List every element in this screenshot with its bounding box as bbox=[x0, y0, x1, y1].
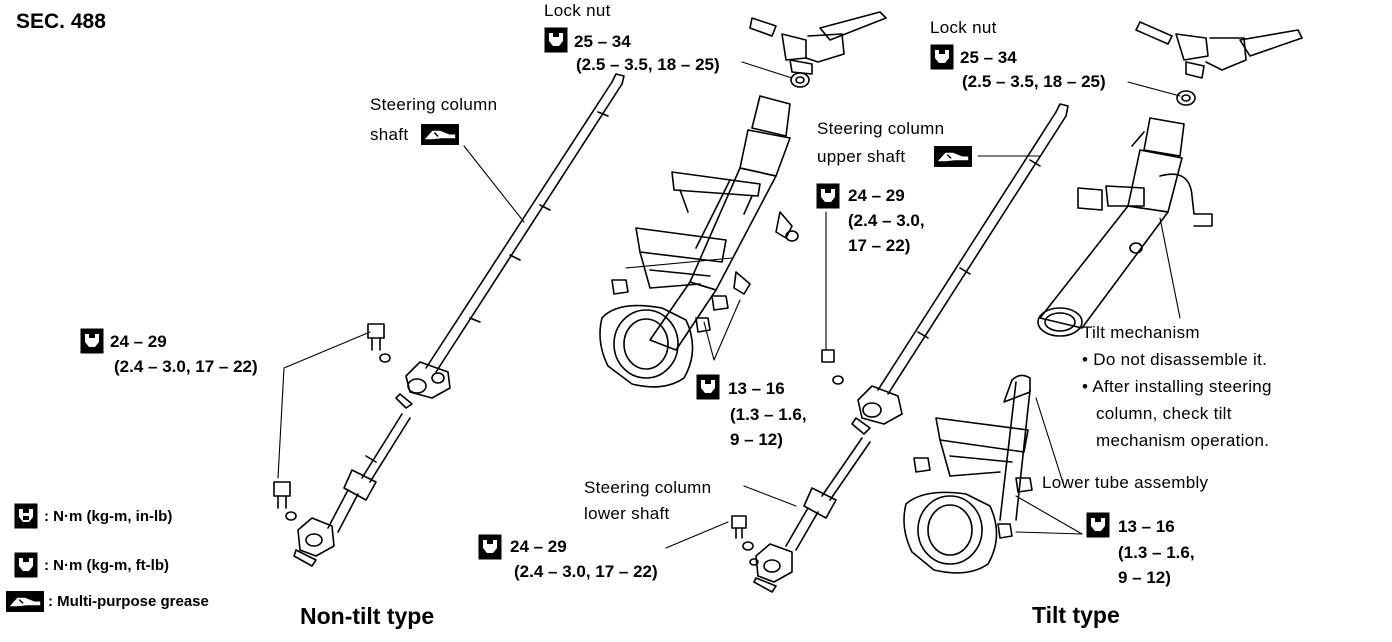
nontilt-lower-joint bbox=[293, 517, 335, 567]
torque-wrench-icon bbox=[816, 183, 840, 209]
torque-wrench-icon bbox=[80, 328, 104, 354]
tilt-note: mechanism operation. bbox=[1096, 431, 1270, 450]
shaft-label: Steering column bbox=[370, 95, 498, 114]
nontilt-joint-bolts bbox=[273, 323, 391, 521]
torque-sub: (1.3 – 1.6, bbox=[730, 405, 807, 424]
grease-icon bbox=[934, 146, 972, 167]
lock-nut-label-right: Lock nut bbox=[930, 18, 997, 37]
legend-inlb: : N·m (kg-m, in-lb) bbox=[44, 508, 173, 525]
legend-ftlb: : N·m (kg-m, ft-lb) bbox=[44, 557, 169, 574]
tilt-note: • Do not disassemble it. bbox=[1082, 350, 1268, 369]
tilt-bolts bbox=[731, 349, 844, 566]
torque-value: 24 – 29 bbox=[110, 332, 167, 351]
torque-value: 13 – 16 bbox=[1118, 517, 1175, 536]
tilt-lower-shaft bbox=[753, 437, 871, 593]
shaft-label-line2: shaft bbox=[370, 125, 409, 144]
torque-sub-2: 17 – 22) bbox=[848, 236, 911, 255]
non-tilt-type-heading: Non-tilt type bbox=[300, 603, 435, 629]
nontilt-shaft bbox=[425, 73, 625, 373]
torque-wrench-icon-ftlb bbox=[14, 552, 38, 578]
nontilt-upper-joint bbox=[395, 361, 451, 409]
torque-wrench-icon bbox=[930, 44, 954, 70]
torque-sub: (2.4 – 3.0, 17 – 22) bbox=[514, 562, 658, 581]
section-number: SEC. 488 bbox=[16, 10, 106, 33]
tilt-column-jacket bbox=[1037, 21, 1303, 337]
torque-value: 24 – 29 bbox=[510, 537, 567, 556]
upper-shaft-label-line2: upper shaft bbox=[817, 147, 906, 166]
torque-wrench-icon bbox=[478, 534, 502, 560]
torque-sub-2: 9 – 12) bbox=[730, 430, 783, 449]
tilt-mechanism-label: Tilt mechanism bbox=[1082, 323, 1200, 342]
nontilt-lower-shaft bbox=[327, 413, 411, 533]
torque-sub-2: 9 – 12) bbox=[1118, 568, 1171, 587]
lower-shaft-label: Steering column bbox=[584, 478, 712, 497]
legend-grease: : Multi-purpose grease bbox=[48, 593, 209, 610]
tilt-note: • After installing steering bbox=[1082, 377, 1272, 396]
torque-value: 13 – 16 bbox=[728, 379, 785, 398]
grease-icon bbox=[6, 591, 44, 612]
torque-sub: (2.5 – 3.5, 18 – 25) bbox=[576, 55, 720, 74]
lower-shaft-label-line2: lower shaft bbox=[584, 504, 670, 523]
leader-lines bbox=[277, 61, 1181, 549]
lock-nut-label-left: Lock nut bbox=[544, 1, 611, 20]
lower-tube-label: Lower tube assembly bbox=[1042, 473, 1209, 492]
torque-value: 24 – 29 bbox=[848, 186, 905, 205]
tilt-type-heading: Tilt type bbox=[1032, 602, 1120, 628]
torque-wrench-icon bbox=[1086, 512, 1110, 538]
torque-wrench-icon bbox=[544, 27, 568, 53]
grease-icon bbox=[421, 124, 459, 145]
torque-sub: (1.3 – 1.6, bbox=[1118, 543, 1195, 562]
torque-sub: (2.5 – 3.5, 18 – 25) bbox=[962, 72, 1106, 91]
tilt-lower-tube bbox=[903, 374, 1033, 574]
tilt-upper-joint bbox=[851, 385, 903, 435]
torque-sub: (2.4 – 3.0, bbox=[848, 211, 925, 230]
nontilt-column-jacket bbox=[599, 11, 887, 388]
torque-wrench-icon-inlb bbox=[14, 503, 38, 529]
torque-wrench-icon bbox=[696, 374, 720, 400]
torque-value: 25 – 34 bbox=[574, 32, 631, 51]
tilt-upper-shaft bbox=[877, 103, 1069, 395]
torque-value: 25 – 34 bbox=[960, 48, 1017, 67]
tilt-note: column, check tilt bbox=[1096, 404, 1232, 423]
upper-shaft-label: Steering column bbox=[817, 119, 945, 138]
torque-sub: (2.4 – 3.0, 17 – 22) bbox=[114, 357, 258, 376]
